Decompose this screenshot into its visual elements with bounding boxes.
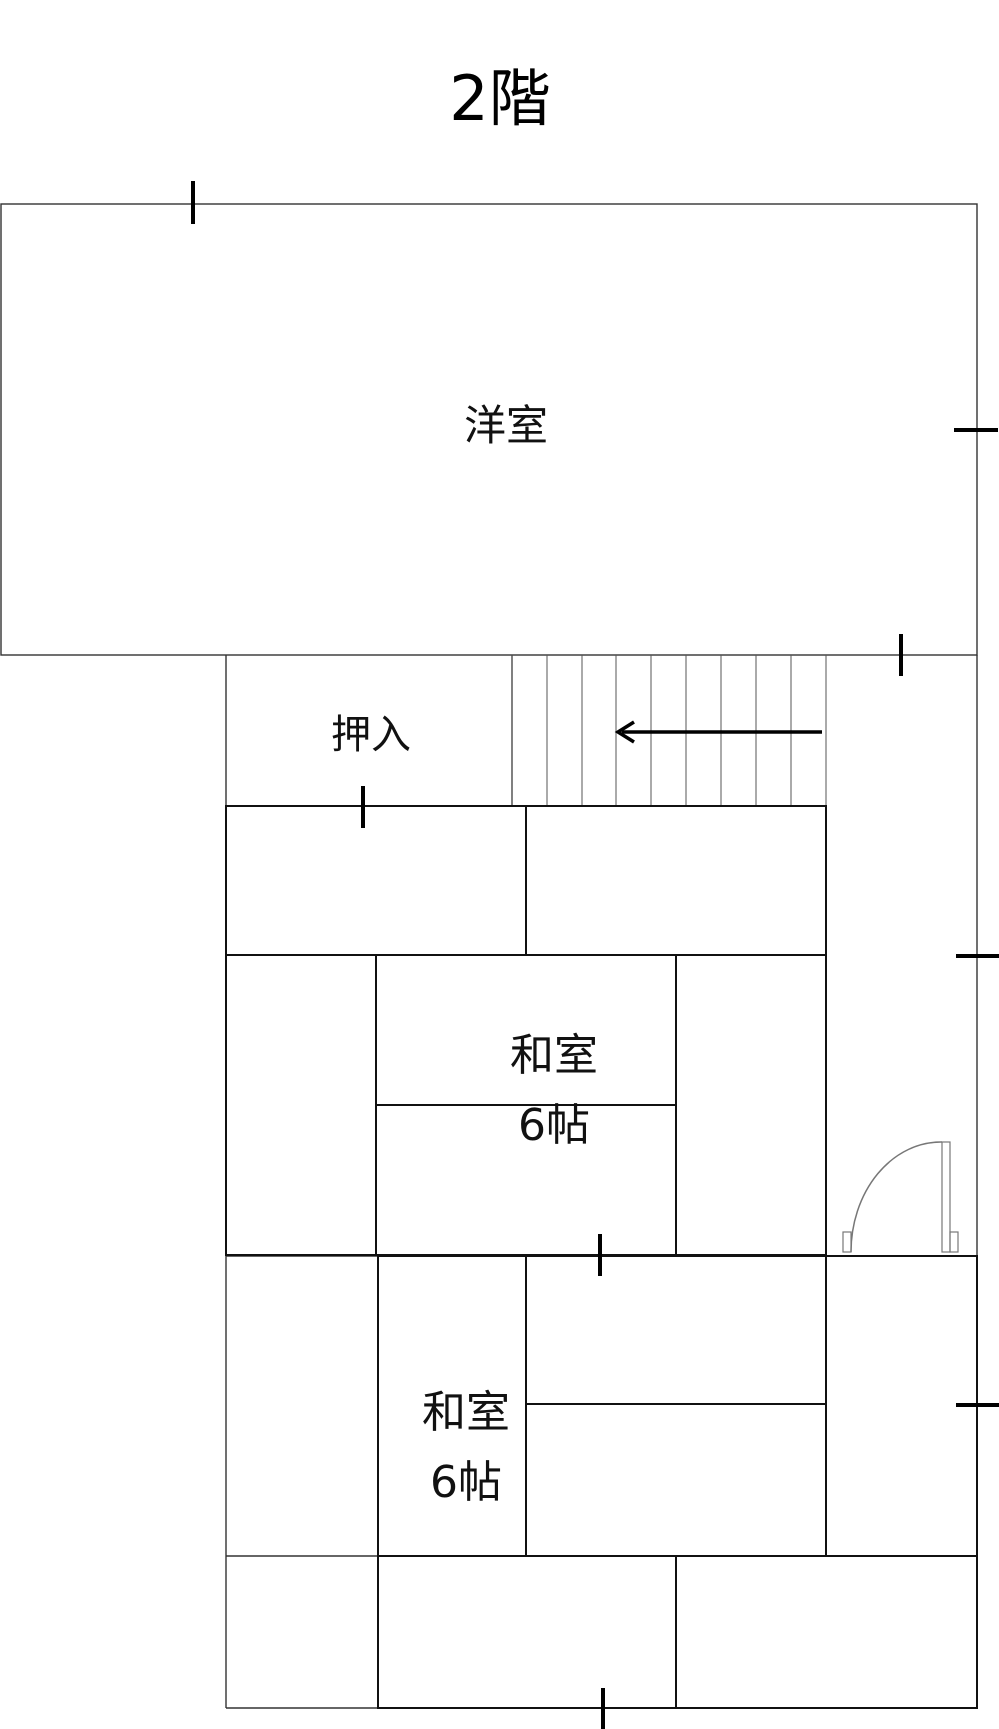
staircase — [511, 655, 827, 806]
closet-label: 押入 — [331, 712, 411, 758]
japanese-room-upper-size: 6帖 — [518, 1100, 590, 1151]
floor-title: 2階 — [449, 62, 550, 135]
stair-direction-arrow — [614, 720, 822, 744]
door-swing — [842, 1141, 959, 1253]
japanese-room-lower: 和室 6帖 — [377, 1255, 978, 1709]
closet: 押入 — [331, 655, 513, 806]
japanese-room-lower-size: 6帖 — [430, 1457, 502, 1508]
japanese-room-upper: 和室 6帖 — [225, 805, 827, 1256]
lower-outline — [225, 655, 978, 1709]
western-room: 洋室 — [0, 203, 978, 656]
western-room-label: 洋室 — [464, 401, 548, 450]
japanese-room-lower-name: 和室 — [422, 1387, 510, 1438]
japanese-room-upper-name: 和室 — [510, 1030, 598, 1081]
opening-marks — [191, 181, 999, 1729]
